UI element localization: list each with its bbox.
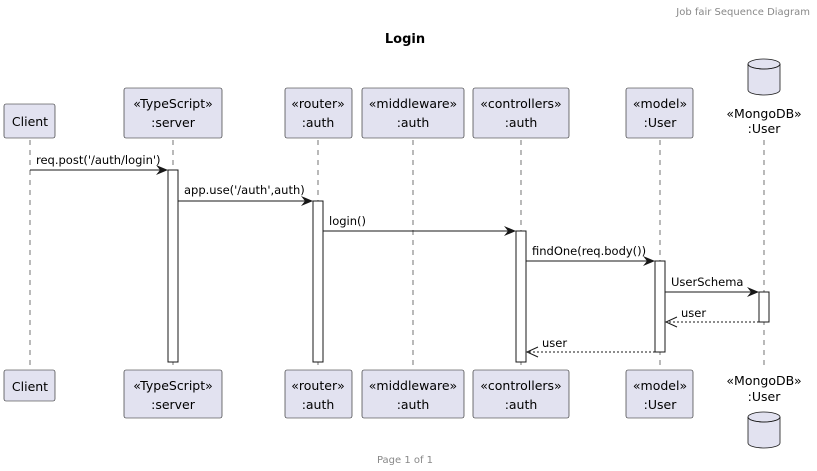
participant-box-model-bottom xyxy=(625,369,694,419)
diagram-title: Login xyxy=(385,32,425,47)
participant-stereotype-model-bottom: «model» xyxy=(633,378,687,393)
participant-box-controllers-bottom xyxy=(472,369,570,419)
participant-box-router-bottom xyxy=(284,369,353,419)
participant-stereotype-middleware: «middleware» xyxy=(369,96,457,111)
participant-label-server: :server xyxy=(151,115,196,130)
participant-label-server-bottom: :server xyxy=(151,397,196,412)
message-label-1: req.post('/auth/login') xyxy=(36,153,161,167)
message-label-6: user xyxy=(681,306,706,320)
participant-box-model xyxy=(625,87,694,139)
participant-label-router: :auth xyxy=(302,115,335,130)
participant-label-middleware: :auth xyxy=(397,115,430,130)
participant-box-client xyxy=(3,103,56,139)
open-arrowhead-icon xyxy=(525,346,539,358)
database-icon xyxy=(747,58,781,96)
participant-box-server-bottom xyxy=(123,369,223,419)
participant-box-middleware-bottom xyxy=(361,369,465,419)
participant-stereotype-middleware-bottom: «middleware» xyxy=(369,378,457,393)
arrowhead-icon xyxy=(504,226,516,236)
participant-box-middleware xyxy=(361,87,465,139)
message-label-5: UserSchema xyxy=(671,275,743,289)
participant-label-controllers-bottom: :auth xyxy=(505,397,538,412)
activation-model xyxy=(654,260,666,353)
participant-box-client-bottom xyxy=(3,369,56,402)
page-footer: Page 1 of 1 xyxy=(377,455,433,466)
participants-bottom: Client «TypeScript» :server «router» :au… xyxy=(3,369,802,449)
participant-label-model: :User xyxy=(644,115,678,130)
messages: req.post('/auth/login') app.use('/auth',… xyxy=(30,153,759,358)
participant-label-controllers: :auth xyxy=(505,115,538,130)
activation-server xyxy=(167,169,179,363)
participants-top: Client «TypeScript» :server «router» :au… xyxy=(3,58,802,139)
participant-stereotype-router: «router» xyxy=(291,96,344,111)
activation-router xyxy=(312,200,324,363)
message-label-3: login() xyxy=(329,214,366,228)
participant-label-middleware-bottom: :auth xyxy=(397,397,430,412)
participant-label-model-bottom: :User xyxy=(644,397,678,412)
participant-box-server xyxy=(123,87,223,139)
activation-controllers xyxy=(515,230,527,363)
arrowhead-icon xyxy=(156,165,168,175)
message-label-2: app.use('/auth',auth) xyxy=(184,183,305,197)
open-arrowhead-icon xyxy=(664,316,678,328)
participant-box-controllers xyxy=(472,87,570,139)
participant-stereotype-controllers: «controllers» xyxy=(480,96,561,111)
activation-mongodb xyxy=(758,291,770,323)
participant-label-router-bottom: :auth xyxy=(302,397,335,412)
participant-label-mongodb-bottom: :User xyxy=(748,389,782,404)
diagram-header: Job fair Sequence Diagram xyxy=(675,7,810,18)
participant-stereotype-mongodb: «MongoDB» xyxy=(726,106,801,121)
participant-stereotype-controllers-bottom: «controllers» xyxy=(480,378,561,393)
participant-stereotype-router-bottom: «router» xyxy=(291,378,344,393)
participant-label-client-bottom: Client xyxy=(12,379,48,394)
participant-stereotype-server: «TypeScript» xyxy=(133,96,213,111)
activations xyxy=(167,169,770,363)
message-label-7: user xyxy=(542,336,567,350)
participant-label-mongodb: :User xyxy=(748,121,782,136)
arrowhead-icon xyxy=(643,256,655,266)
arrowhead-icon xyxy=(747,287,759,297)
lifelines xyxy=(29,140,765,370)
database-icon xyxy=(747,411,781,449)
participant-stereotype-model: «model» xyxy=(633,96,687,111)
participant-label-client: Client xyxy=(12,114,48,129)
message-label-4: findOne(req.body()) xyxy=(532,244,646,258)
participant-stereotype-server-bottom: «TypeScript» xyxy=(133,378,213,393)
arrowhead-icon xyxy=(301,196,313,206)
participant-box-router xyxy=(284,87,353,139)
participant-stereotype-mongodb-bottom: «MongoDB» xyxy=(726,373,801,388)
